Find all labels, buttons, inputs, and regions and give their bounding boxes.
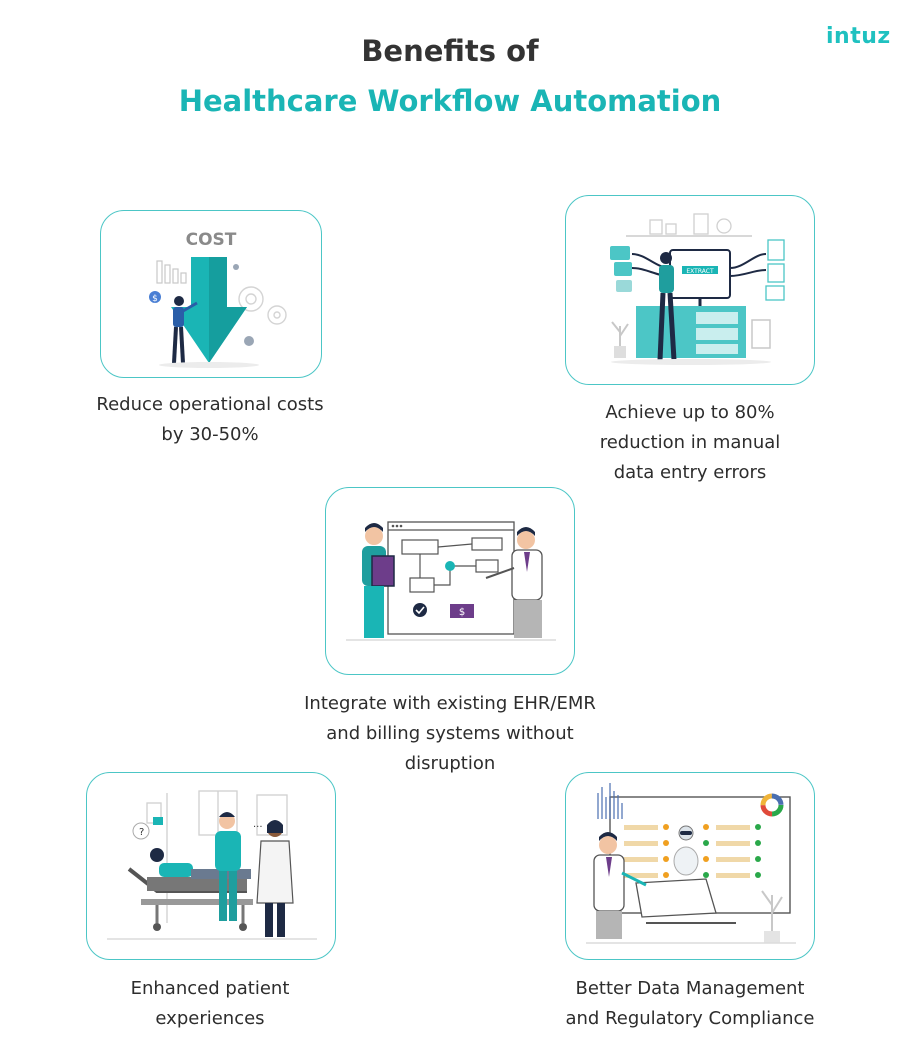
data-block-icons <box>610 246 632 292</box>
page-title-line-1: Benefits of <box>361 34 539 68</box>
benefit-card-data-entry: EXTRACT <box>565 195 815 385</box>
benefit-card-data-management <box>565 772 815 960</box>
benefit-caption-data-entry: Achieve up to 80% reduction in manual da… <box>599 402 781 483</box>
faint-bars-icon <box>156 260 187 284</box>
person-figure <box>657 252 677 361</box>
document-icons <box>765 239 785 301</box>
person-figure <box>593 832 647 939</box>
ellipsis-bubble: ... <box>253 819 263 830</box>
question-bubble: ? <box>139 827 144 838</box>
check-icon <box>413 603 427 617</box>
benefit-caption-patient: Enhanced patient experiences <box>130 978 290 1029</box>
donut-chart-icon <box>760 793 784 817</box>
record-rows <box>624 824 761 878</box>
benefit-card-cost: COST $ <box>100 210 322 378</box>
benefit-card-patient: ? ... <box>86 772 336 960</box>
doctor-figure <box>256 820 294 937</box>
person-figure-left <box>362 523 395 638</box>
gear-icon <box>238 286 287 325</box>
person-figure-right <box>485 527 543 638</box>
flowchart <box>401 537 503 593</box>
benefit-caption-cost: Reduce operational costs by 30-50% <box>96 394 324 445</box>
patient-care-illustration: ? ... <box>107 790 317 940</box>
person-figure <box>172 296 198 364</box>
benefit-card-integration: $ <box>325 487 575 675</box>
svg-text:$: $ <box>152 294 158 304</box>
cost-reduction-illustration: COST $ <box>149 230 287 368</box>
svg-text:EXTRACT: EXTRACT <box>686 268 714 275</box>
data-management-illustration <box>586 783 796 944</box>
data-extraction-illustration: EXTRACT <box>610 213 785 365</box>
intuz-logo: intuz <box>826 24 891 49</box>
nurse-figure <box>215 812 241 921</box>
gear-icon <box>445 561 455 571</box>
dollar-coin-icon: $ <box>149 264 254 346</box>
cost-label: COST <box>186 230 237 250</box>
tablet-icon <box>635 878 717 918</box>
page-title-line-2: Healthcare Workflow Automation <box>178 84 722 118</box>
integration-illustration: $ <box>346 521 556 641</box>
bar-chart-icon <box>597 783 623 819</box>
benefit-caption-integration: Integrate with existing EHR/EMR and bill… <box>304 693 596 774</box>
benefit-caption-data-management: Better Data Management and Regulatory Co… <box>565 978 815 1029</box>
svg-text:$: $ <box>459 607 465 618</box>
robot-icon <box>673 825 699 876</box>
monitor-icon <box>153 817 163 825</box>
billing-icon <box>450 604 474 618</box>
